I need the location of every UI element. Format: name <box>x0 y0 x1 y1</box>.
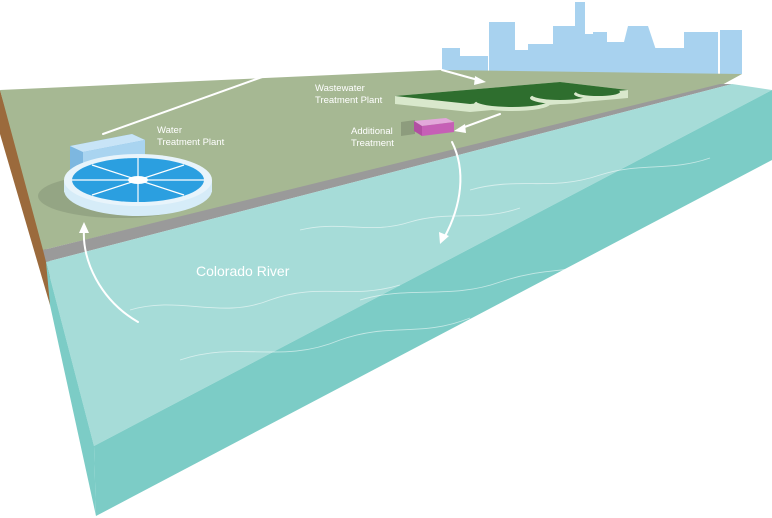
intake-arrow <box>82 229 139 323</box>
flow-arrows <box>82 69 501 323</box>
city-skyline <box>442 2 742 76</box>
water-clarifier <box>64 154 212 216</box>
wastewater-treatment-plant <box>395 82 628 112</box>
city-arrowhead <box>474 76 486 85</box>
river-surface <box>46 84 772 446</box>
additional-treatment-label: Additional Treatment <box>351 126 394 150</box>
additional-arrowhead <box>454 124 466 133</box>
water-treatment-plant-label: Water Treatment Plant <box>157 125 224 149</box>
wastewater-to-additional-arrow <box>461 113 501 129</box>
additional-label-line-2: Treatment <box>351 138 394 149</box>
arrowheads <box>79 76 486 244</box>
river-right-face <box>94 90 772 516</box>
river-front-face <box>46 262 96 516</box>
soil-edge <box>0 90 50 305</box>
return-to-river-arrow <box>443 141 462 239</box>
river-return-arrowhead <box>439 232 449 244</box>
colorado-river-label: Colorado River <box>196 263 290 279</box>
distribution-arrow <box>102 75 266 135</box>
intake-arrowhead <box>79 222 89 233</box>
additional-label-line-1: Additional <box>351 126 393 137</box>
wastewater-treatment-plant-label: Wastewater Treatment Plant <box>315 83 382 107</box>
water-plant-label-line-2: Treatment Plant <box>157 137 225 148</box>
additional-treatment-building <box>401 118 454 136</box>
river-waves <box>129 157 711 361</box>
riverbank-levee <box>43 84 732 262</box>
wastewater-label-line-1: Wastewater <box>315 83 365 94</box>
water-plant-label-line-1: Water <box>157 125 182 136</box>
city-to-wastewater-arrow <box>441 69 479 81</box>
wastewater-label-line-2: Treatment Plant <box>315 95 383 106</box>
